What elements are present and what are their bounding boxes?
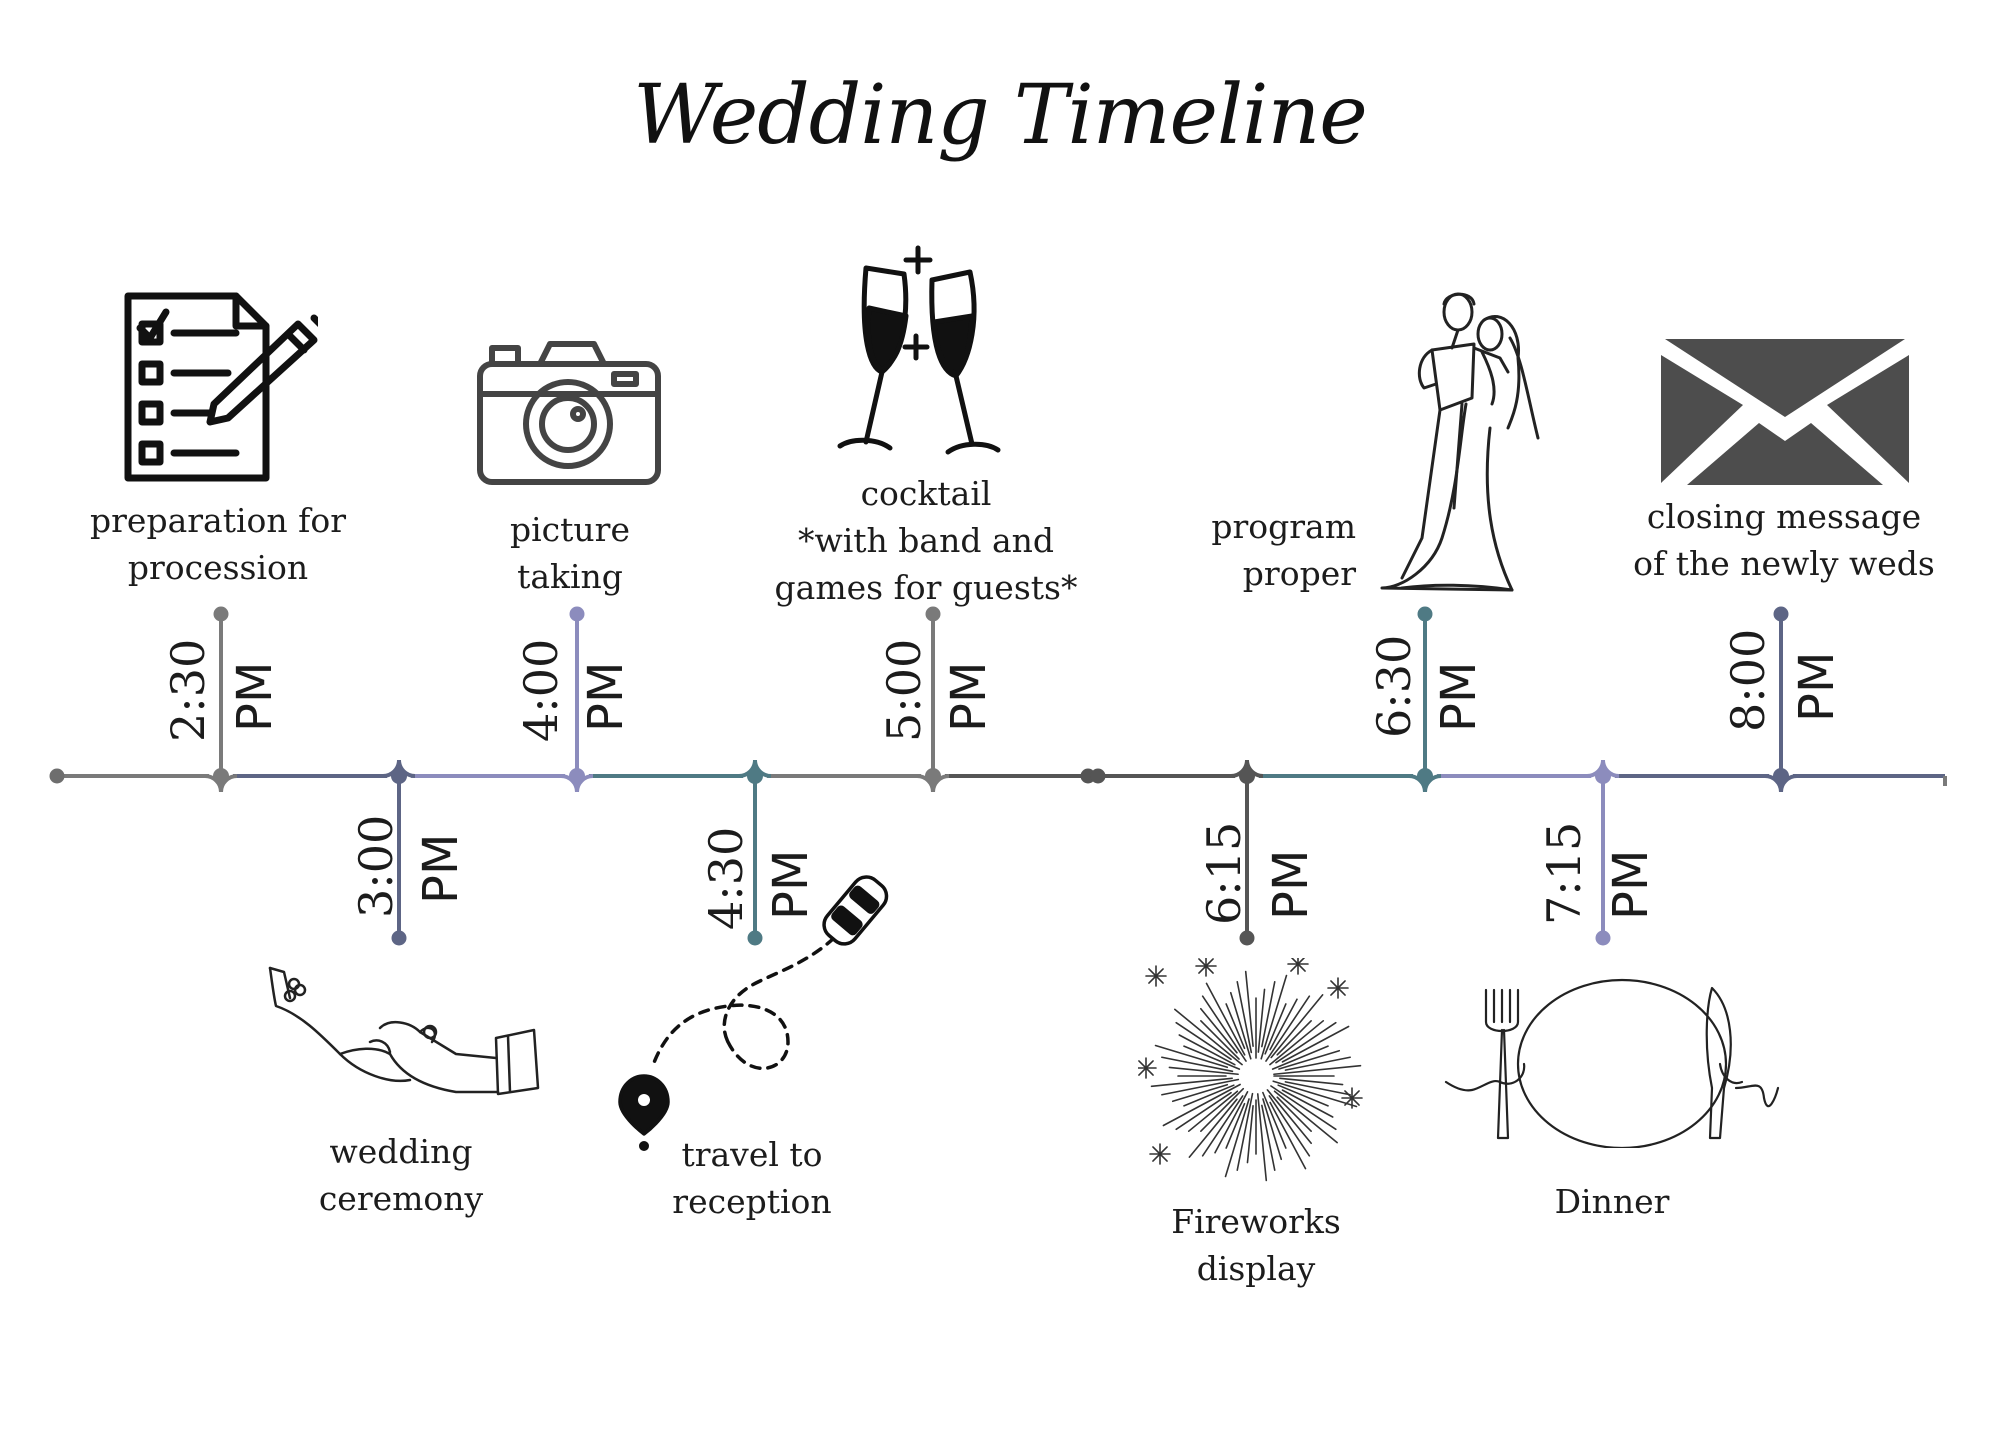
- firework-ray: [1258, 989, 1264, 1052]
- event-node-1: [213, 768, 229, 784]
- firework-sparkle: [1352, 1091, 1359, 1098]
- firework-sparkle: [1291, 958, 1298, 964]
- firework-sparkle: [1206, 966, 1213, 973]
- event-time-3: 4:00: [518, 639, 564, 742]
- event-ampm-7: PM: [1435, 662, 1483, 732]
- page-title: Wedding Timeline: [0, 68, 2000, 163]
- firework-sparkle: [1199, 959, 1206, 966]
- firework-ray: [1276, 1023, 1336, 1063]
- event-end-dot-1: [214, 607, 229, 622]
- event-node-7: [1417, 768, 1433, 784]
- event-end-dot-6: [1240, 931, 1255, 946]
- firework-ray: [1203, 1096, 1243, 1156]
- timeline-gap-dot: [1091, 769, 1106, 784]
- timeline-start-dot: [50, 769, 65, 784]
- event-node-9: [1773, 768, 1789, 784]
- firework-ray: [1152, 1078, 1233, 1086]
- event-ampm-1: PM: [231, 662, 279, 732]
- firework-sparkle: [1153, 1147, 1160, 1154]
- ring-hands-icon: [260, 962, 540, 1118]
- car-route-icon: [608, 872, 898, 1152]
- firework-ray: [1269, 1096, 1309, 1156]
- event-ampm-6: PM: [1267, 850, 1315, 920]
- event-node-4: [747, 768, 763, 784]
- firework-sparkle: [1338, 988, 1345, 995]
- event-time-6: 6:15: [1201, 822, 1247, 925]
- event-end-dot-7: [1418, 607, 1433, 622]
- champagne-toast-icon: [820, 238, 1040, 470]
- event-time-7: 6:30: [1371, 635, 1417, 738]
- firework-sparkle: [1160, 1154, 1167, 1161]
- firework-ray: [1237, 982, 1251, 1053]
- event-end-dot-8: [1596, 931, 1611, 946]
- plate-cutlery-icon: [1442, 978, 1782, 1148]
- camera-icon: [474, 334, 664, 490]
- event-label-8: Dinner: [1392, 1178, 1832, 1225]
- event-ampm-8: PM: [1607, 850, 1655, 920]
- event-node-5: [925, 768, 941, 784]
- firework-sparkle: [1149, 976, 1156, 983]
- event-time-1: 2:30: [165, 639, 211, 742]
- event-node-3: [569, 768, 585, 784]
- firework-sparkle: [1149, 969, 1156, 976]
- firework-sparkle: [1139, 1061, 1146, 1068]
- firework-sparkle: [1160, 1147, 1167, 1154]
- firework-ray: [1246, 972, 1253, 1047]
- event-node-8: [1595, 768, 1611, 784]
- event-ampm-9: PM: [1793, 652, 1841, 722]
- event-time-8: 7:15: [1541, 822, 1587, 925]
- firework-ray: [1201, 1021, 1239, 1059]
- firework-ray: [1263, 1093, 1286, 1148]
- checklist-icon: [118, 288, 318, 488]
- firework-sparkle: [1139, 1068, 1146, 1075]
- firework-sparkle: [1298, 958, 1305, 964]
- firework-sparkle: [1338, 981, 1345, 988]
- event-node-2: [391, 768, 407, 784]
- event-ampm-2: PM: [417, 834, 465, 904]
- event-end-dot-2: [392, 931, 407, 946]
- firework-sparkle: [1146, 1068, 1153, 1075]
- firework-sparkle: [1146, 1061, 1153, 1068]
- firework-ray: [1280, 1078, 1343, 1084]
- event-time-2: 3:00: [353, 815, 399, 918]
- event-ampm-5: PM: [945, 662, 993, 732]
- event-ampm-3: PM: [582, 662, 630, 732]
- firework-sparkle: [1156, 976, 1163, 983]
- fireworks-icon: [1138, 958, 1368, 1188]
- firework-ray: [1273, 1046, 1328, 1069]
- dancing-couple-icon: [1362, 288, 1542, 600]
- event-node-6: [1239, 768, 1255, 784]
- firework-sparkle: [1331, 988, 1338, 995]
- firework-ray: [1184, 1046, 1239, 1069]
- firework-sparkle: [1199, 966, 1206, 973]
- firework-sparkle: [1206, 959, 1213, 966]
- event-end-dot-3: [570, 607, 585, 622]
- firework-sparkle: [1298, 964, 1305, 971]
- firework-ray: [1162, 1057, 1233, 1071]
- event-time-5: 5:00: [881, 639, 927, 742]
- firework-sparkle: [1291, 964, 1298, 971]
- event-end-dot-9: [1774, 607, 1789, 622]
- envelope-icon: [1661, 333, 1909, 485]
- firework-sparkle: [1352, 1098, 1359, 1105]
- firework-sparkle: [1153, 1154, 1160, 1161]
- firework-sparkle: [1331, 981, 1338, 988]
- firework-ray: [1201, 1089, 1243, 1131]
- event-time-9: 8:00: [1725, 629, 1771, 732]
- firework-sparkle: [1156, 969, 1163, 976]
- firework-ray: [1163, 1084, 1240, 1125]
